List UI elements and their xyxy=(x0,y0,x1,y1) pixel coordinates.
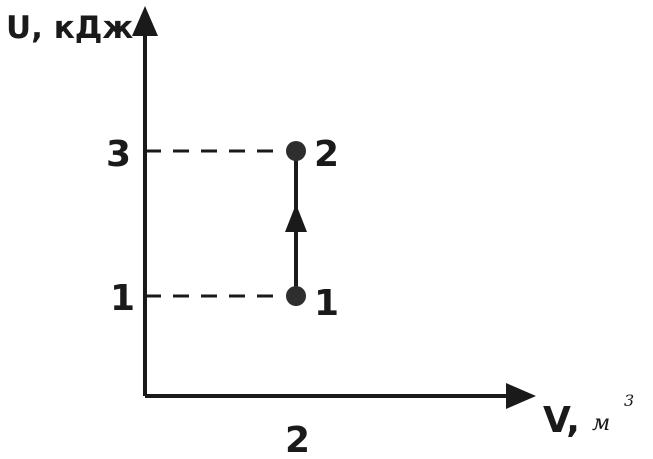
state-point-1 xyxy=(286,286,306,306)
x-axis-unit: м xyxy=(592,411,610,436)
y-tick-low: 1 xyxy=(110,278,135,319)
process-direction-arrow xyxy=(285,204,307,232)
point-2-label: 2 xyxy=(314,134,339,175)
x-tick: 2 xyxy=(285,420,310,459)
y-tick-high: 3 xyxy=(106,134,131,175)
x-axis-unit-power: 3 xyxy=(624,391,634,410)
state-point-2 xyxy=(286,141,306,161)
x-axis-label: V, xyxy=(543,400,580,441)
y-axis-label: U, кДж xyxy=(6,10,133,46)
point-1-label: 1 xyxy=(314,283,339,324)
x-axis-arrowhead xyxy=(506,383,536,409)
y-axis-arrowhead xyxy=(132,6,158,36)
